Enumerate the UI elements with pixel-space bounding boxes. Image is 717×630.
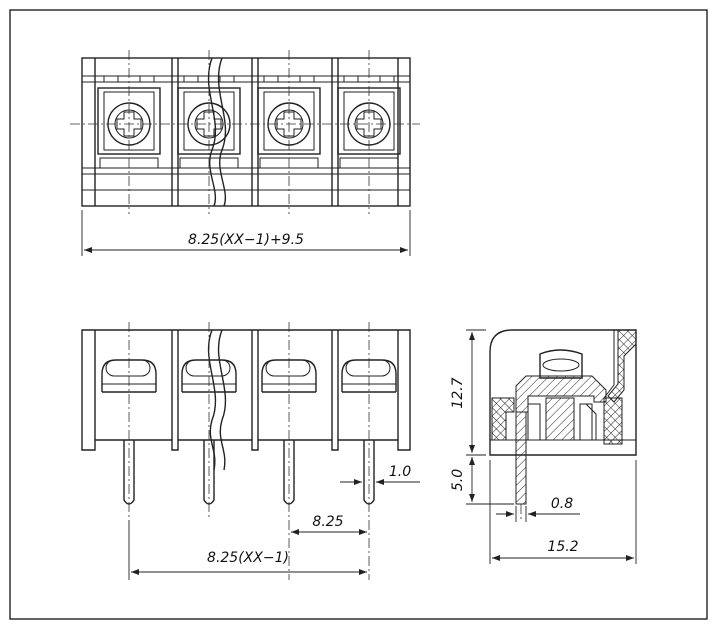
dim-height: 12.7 [450, 377, 466, 408]
side-section-view: 12.7 5.0 0.8 15.2 [450, 329, 637, 564]
dim-pin-diameter: 1.0 [389, 464, 411, 480]
top-view: 8.25(XX−1)+9.5 [70, 50, 420, 256]
front-view: 1.0 8.25 8.25(XX−1) [81, 322, 420, 580]
dim-span: 8.25(XX−1) [207, 550, 289, 566]
dim-pin-length: 5.0 [450, 469, 466, 491]
dim-pitch: 8.25 [312, 514, 343, 530]
dim-top-width: 8.25(XX−1)+9.5 [188, 232, 304, 248]
side-pin [515, 411, 527, 505]
page-frame [9, 9, 708, 620]
dim-depth: 15.2 [547, 539, 578, 555]
top-break-line [207, 57, 217, 207]
dim-pin-thickness: 0.8 [551, 496, 573, 512]
